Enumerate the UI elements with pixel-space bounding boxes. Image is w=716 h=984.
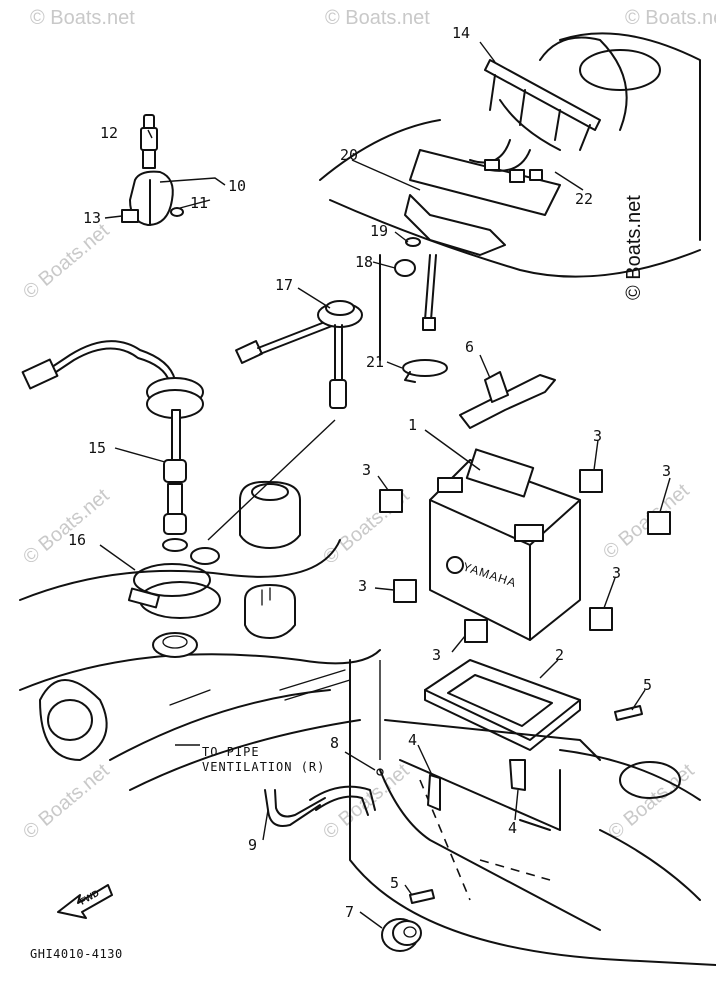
callout-4: 4 bbox=[408, 731, 417, 749]
callout-2: 2 bbox=[555, 646, 564, 664]
callout-10: 10 bbox=[228, 177, 246, 195]
nut bbox=[394, 259, 416, 277]
callout-11: 11 bbox=[190, 194, 208, 212]
battery-stays bbox=[427, 759, 526, 811]
callout-22: 22 bbox=[575, 190, 593, 208]
diagram-code: GHI4010-4130 bbox=[30, 947, 123, 961]
grommet-small bbox=[190, 547, 220, 565]
note-ventilation: VENTILATION (R) bbox=[202, 760, 325, 774]
callout-16: 16 bbox=[68, 531, 86, 549]
washer bbox=[405, 237, 421, 247]
pad bbox=[464, 619, 488, 643]
callout-13: 13 bbox=[83, 209, 101, 227]
callout-3: 3 bbox=[612, 564, 621, 582]
drain-plug bbox=[244, 584, 296, 639]
fuel-sender-unit bbox=[21, 340, 204, 552]
callout-21: 21 bbox=[366, 353, 384, 371]
callout-6: 6 bbox=[465, 338, 474, 356]
callout-3: 3 bbox=[432, 646, 441, 664]
watermark-top-center: © Boats.net bbox=[325, 7, 430, 29]
callout-20: 20 bbox=[340, 146, 358, 164]
watermark-top-right: © Boats.net bbox=[625, 7, 716, 29]
battery-holder-bracket bbox=[459, 371, 556, 429]
note-to-pipe: TO PIPE bbox=[202, 745, 260, 759]
bolt bbox=[409, 889, 435, 904]
pad bbox=[379, 489, 403, 513]
pad bbox=[393, 579, 417, 603]
bolts bbox=[409, 705, 643, 904]
callout-3: 3 bbox=[362, 461, 371, 479]
pad bbox=[647, 511, 671, 535]
callout-8: 8 bbox=[330, 734, 339, 752]
clip-assembly bbox=[121, 114, 184, 226]
callout-17: 17 bbox=[275, 276, 293, 294]
callouts: 14 20 22 19 18 17 21 6 12 10 11 13 15 16… bbox=[68, 24, 671, 921]
callout-4: 4 bbox=[508, 819, 517, 837]
callout-18: 18 bbox=[355, 253, 373, 271]
callout-12: 12 bbox=[100, 124, 118, 142]
watermark-left-middle: © Boats.net bbox=[19, 484, 114, 568]
hull-outline bbox=[19, 32, 716, 966]
callout-19: 19 bbox=[370, 222, 388, 240]
callout-5: 5 bbox=[643, 676, 652, 694]
battery-band-clip bbox=[402, 359, 448, 383]
watermark-left-upper: © Boats.net bbox=[19, 219, 114, 303]
callout-14: 14 bbox=[452, 24, 470, 42]
notes: TO PIPE VENTILATION (R) bbox=[202, 745, 325, 774]
stay bbox=[509, 759, 526, 791]
watermark-left-lower: © Boats.net bbox=[19, 759, 114, 843]
pad bbox=[589, 607, 613, 631]
battery-tray bbox=[424, 659, 581, 751]
watermark-top-left: © Boats.net bbox=[30, 7, 135, 29]
forward-arrow-icon: FWD bbox=[57, 884, 113, 919]
grommet-wire-assembly bbox=[235, 300, 363, 409]
stay bbox=[427, 774, 441, 811]
watermark-right-lower: © Boats.net bbox=[604, 759, 699, 843]
bolt bbox=[614, 705, 643, 721]
hose-clamp bbox=[127, 563, 211, 609]
callout-9: 9 bbox=[248, 836, 257, 854]
pads bbox=[379, 469, 671, 643]
callout-3: 3 bbox=[358, 577, 367, 595]
battery: YAMAHA bbox=[429, 448, 581, 641]
callout-1: 1 bbox=[408, 416, 417, 434]
callout-5: 5 bbox=[390, 874, 399, 892]
nut-washer bbox=[394, 237, 421, 277]
callout-3: 3 bbox=[593, 427, 602, 445]
callout-15: 15 bbox=[88, 439, 106, 457]
callout-7: 7 bbox=[345, 903, 354, 921]
watermark-center-lower: © Boats.net bbox=[319, 759, 414, 843]
battery-case bbox=[384, 719, 601, 831]
watermark-right-middle: © Boats.net bbox=[599, 479, 694, 563]
leader-lines bbox=[99, 41, 671, 929]
filler-neck-assembly bbox=[139, 480, 301, 658]
watermarks: © Boats.net © Boats.net © Boats.net © Bo… bbox=[19, 7, 716, 844]
grommet-large bbox=[381, 918, 422, 952]
pad bbox=[579, 469, 603, 493]
rear-bracket-assembly bbox=[404, 59, 601, 331]
callout-3: 3 bbox=[662, 462, 671, 480]
watermark-vertical: © Boats.net bbox=[623, 195, 645, 300]
vent-cap bbox=[239, 480, 301, 549]
